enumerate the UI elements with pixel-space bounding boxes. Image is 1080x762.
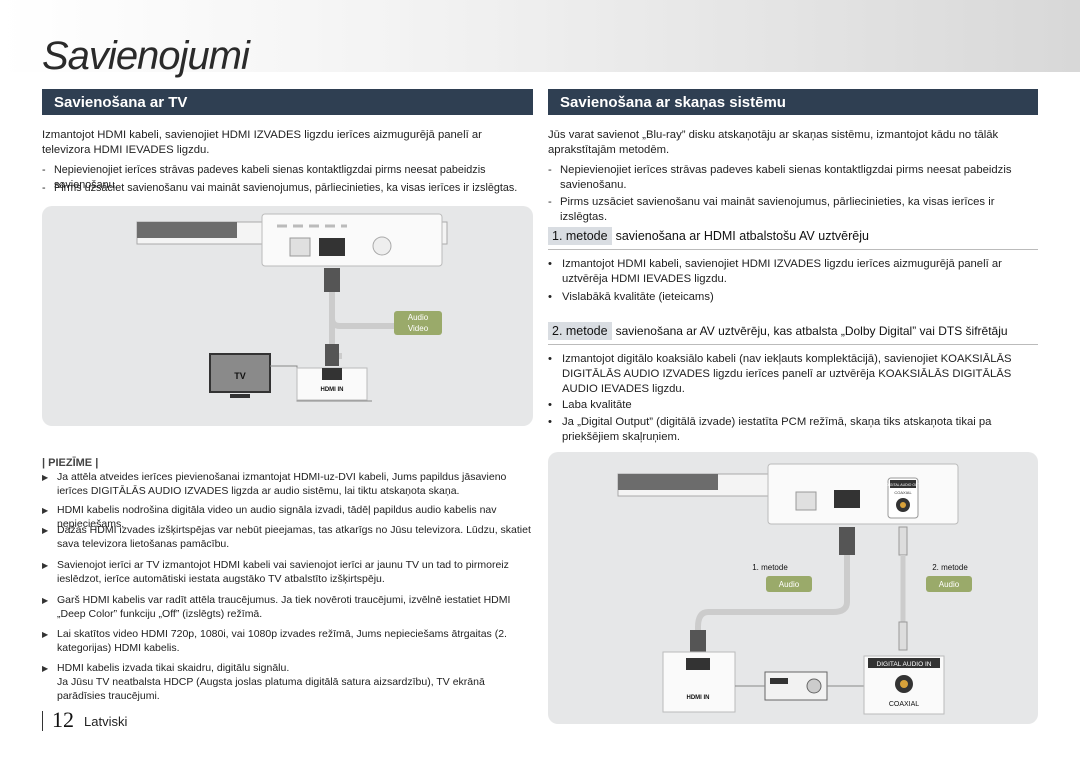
audio2-label-box (926, 576, 972, 592)
method2-title: savienošana ar AV uztvērēju, kas atbalst… (615, 324, 1008, 338)
right-dash-item: -Pirms uzsāciet savienošanu vai maināt s… (548, 196, 995, 223)
tv-hdmi-panel (296, 367, 368, 401)
section-heading-tv: Savienošana ar TV (42, 89, 533, 115)
coaxial-label: COAXIAL (889, 701, 919, 708)
player-back-panel (261, 213, 443, 267)
page-number: 12 (52, 707, 74, 732)
coax-plug-bottom (898, 621, 908, 651)
note-item: ▶HDMI kabelis nodrošina digitāla video u… (42, 504, 497, 530)
bullet-item: •Laba kvalitāte (548, 399, 632, 411)
tv-connection-diagram: Audio Video TV HDMI IN (42, 206, 533, 426)
bullet-item: •Izmantojot digitālo koaksiālo kabeli (n… (548, 353, 1012, 395)
left-dash-item: -Pirms uzsāciet savienošanu vai maināt s… (42, 182, 518, 194)
note-title: | PIEZĪME | (42, 457, 99, 469)
hdmi-in-label: HDMI IN (321, 387, 344, 393)
bullet-item: •Izmantojot HDMI kabeli, savienojiet HDM… (548, 258, 1002, 285)
right-intro: Jūs varat savienot „Blu-ray” disku atska… (548, 129, 999, 156)
hdmi-plug-bottom (690, 630, 706, 656)
digital-out-label: DIGITAL AUDIO OUT (886, 483, 920, 487)
bullet-item: •Vislabākā kvalitāte (ieteicams) (548, 291, 714, 303)
method2-diagram-label: 2. metode (932, 563, 968, 572)
note-item: ▶Ja attēla atveides ierīces pievienošana… (42, 471, 507, 497)
audio-label: Audio (408, 313, 429, 322)
digital-in-label: DIGITAL AUDIO IN (877, 661, 932, 668)
note-item: ▶Garš HDMI kabelis var radīt attēla trau… (42, 594, 511, 620)
bullet-item: •Ja „Digital Output” (digitālā izvade) i… (548, 416, 992, 443)
tv-icon (209, 353, 271, 393)
sound-system-diagram: DIGITAL AUDIO OUT COAXIAL 1. metode Audi… (548, 452, 1038, 724)
audio-video-label-box (394, 311, 442, 335)
method1-diagram-label: 1. metode (752, 563, 788, 572)
right-dash-item: -Nepievienojiet ierīces strāvas padeves … (548, 164, 1012, 191)
tv-label: TV (234, 371, 246, 381)
hdmi-out-port (319, 238, 345, 256)
audio1-label: Audio (779, 580, 800, 589)
left-dash-item: -Nepievienojiet ierīces strāvas padeves … (42, 164, 486, 191)
left-intro: Izmantojot HDMI kabeli, savienojiet HDMI… (42, 129, 482, 156)
hdmi-plug-bottom (325, 344, 339, 366)
section-heading-sound: Savienošana ar skaņas sistēmu (548, 89, 1038, 115)
hdmi-in-label: HDMI IN (687, 695, 710, 701)
note-item: ▶Dažas HDMI izvades izšķirtspējas var ne… (42, 524, 531, 550)
audio2-label: Audio (939, 580, 960, 589)
audio1-label-box (766, 576, 812, 592)
page-header: Savienojumi (0, 0, 1080, 78)
note-item: ▶HDMI kabelis izvada tikai skaidru, digi… (42, 662, 485, 702)
note-item: ▶Savienojot ierīci ar TV izmantojot HDMI… (42, 559, 509, 585)
video-label: Video (408, 324, 429, 333)
method1-title: savienošana ar HDMI atbalstošu AV uztvēr… (615, 229, 869, 243)
coax-plug-top (898, 526, 908, 556)
page-title: Savienojumi (42, 34, 250, 78)
coaxial-small-label: COAXIAL (894, 490, 912, 495)
hdmi-out-port (834, 490, 860, 508)
method1-tag: 1. metode (548, 227, 612, 245)
hdmi-plug-top (324, 268, 340, 292)
note-item: ▶Lai skatītos video HDMI 720p, 1080i, va… (42, 628, 507, 654)
method2-tag: 2. metode (548, 322, 612, 340)
page-language: Latviski (84, 714, 128, 729)
hdmi-plug-top (839, 527, 855, 555)
